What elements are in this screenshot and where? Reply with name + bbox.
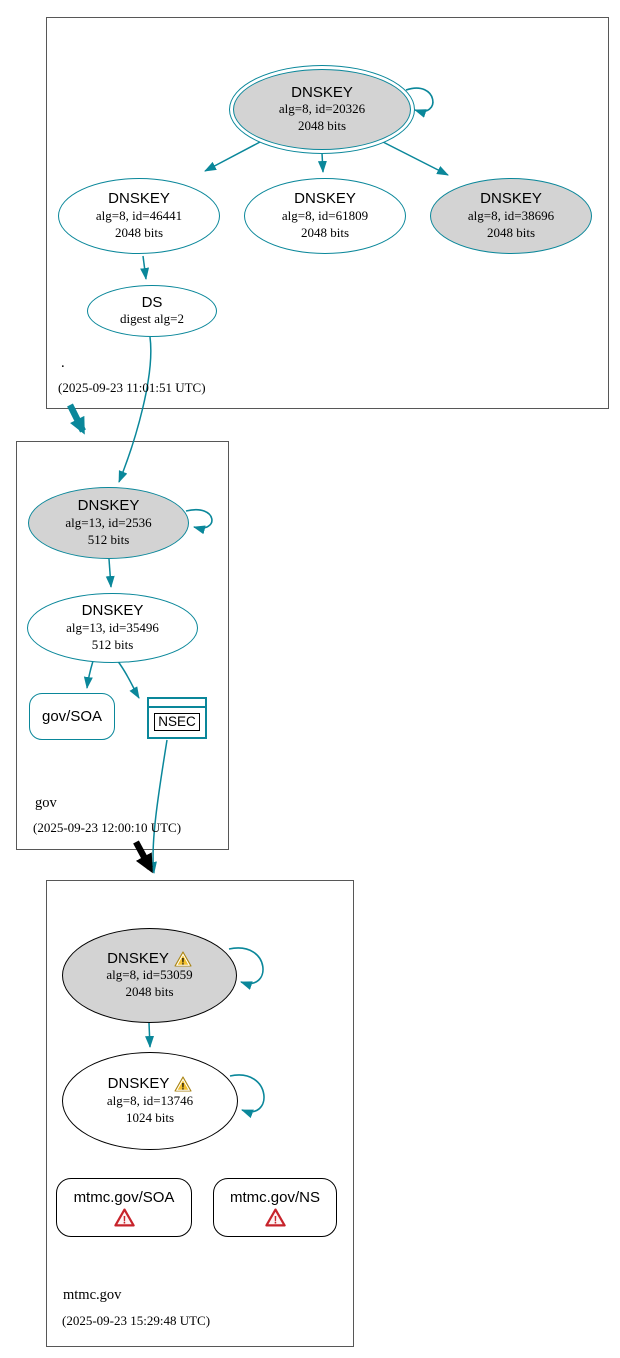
zone-timestamp-gov: (2025-09-23 12:00:10 UTC) [33, 820, 182, 835]
nsec-body-cell: NSEC [149, 708, 205, 736]
node-title: DNSKEY [107, 949, 169, 967]
node-title: DNSKEY [108, 190, 170, 208]
nsec-top-cell [149, 699, 205, 708]
node-detail: 512 bits [87, 531, 130, 547]
zone-label-root: . [61, 355, 65, 371]
edge-mtmc-ksk-selfloop [228, 947, 264, 990]
edge-gov-ksk-to-zsk [105, 558, 115, 588]
zone-box-root [46, 17, 609, 409]
node-detail: 2048 bits [114, 224, 164, 240]
zone-timestamp-root: (2025-09-23 11:01:51 UTC) [58, 380, 206, 395]
ds-node-root[interactable]: DS digest alg=2 [87, 285, 217, 337]
error-icon: ! [113, 1208, 135, 1226]
rrset-node-mtmc-soa[interactable]: mtmc.gov/SOA ! [56, 1178, 192, 1237]
node-detail: digest alg=2 [119, 311, 185, 327]
node-detail: 2048 bits [297, 118, 347, 134]
warning-icon: ! [174, 951, 192, 967]
warning-icon: ! [174, 1076, 192, 1092]
node-title: DNSKEY [107, 1075, 170, 1093]
dnskey-node-gov-zsk-35496[interactable]: DNSKEY alg=13, id=35496 512 bits [27, 593, 198, 663]
node-detail: alg=8, id=53059 [106, 967, 193, 983]
zone-timestamp-mtmc-gov: (2025-09-23 15:29:48 UTC) [62, 1313, 211, 1328]
zone-label-mtmc-gov: mtmc.gov [63, 1287, 122, 1303]
node-title: DNSKEY [480, 190, 542, 208]
node-detail: alg=8, id=38696 [467, 207, 555, 223]
node-title: DNSKEY [291, 83, 353, 101]
zone-box-mtmc-gov [46, 880, 354, 1347]
edge-mtmc-zsk-selfloop [229, 1074, 265, 1119]
dnskey-node-root-38696[interactable]: DNSKEY alg=8, id=38696 2048 bits [430, 178, 592, 254]
node-detail: alg=8, id=61809 [281, 207, 369, 223]
node-detail: alg=8, id=13746 [106, 1092, 194, 1108]
svg-text:!: ! [273, 1214, 277, 1226]
node-detail: alg=13, id=2536 [65, 514, 152, 530]
dnskey-node-root-46441[interactable]: DNSKEY alg=8, id=46441 2048 bits [58, 178, 220, 254]
edge-root-ksk-to-38696 [382, 141, 449, 176]
error-icon: ! [264, 1208, 286, 1226]
svg-text:!: ! [181, 956, 184, 967]
dnskey-node-root-ksk-20326[interactable]: DNSKEY alg=8, id=20326 2048 bits [229, 65, 415, 154]
dnskey-node-root-ksk-inner-ring: DNSKEY alg=8, id=20326 2048 bits [233, 69, 411, 150]
node-title: DNSKEY [77, 497, 140, 515]
zone-box-gov [16, 441, 229, 850]
dnskey-node-mtmc-ksk-53059[interactable]: DNSKEY ! alg=8, id=53059 2048 bits [62, 928, 237, 1023]
dnskey-node-mtmc-zsk-13746[interactable]: DNSKEY ! alg=8, id=13746 1024 bits [62, 1052, 238, 1150]
dnskey-node-root-61809[interactable]: DNSKEY alg=8, id=61809 2048 bits [244, 178, 406, 254]
node-detail: alg=8, id=46441 [95, 207, 183, 223]
node-title: DNSKEY [81, 602, 144, 620]
edge-gov-ksk-selfloop [185, 508, 213, 535]
edge-mtmc-ksk-to-zsk [145, 1022, 155, 1048]
rrset-label: gov/SOA [41, 708, 103, 725]
node-detail: 512 bits [91, 636, 134, 652]
node-detail: alg=8, id=20326 [278, 101, 366, 117]
node-detail: 2048 bits [486, 224, 536, 240]
edge-root-ksk-to-61809 [317, 152, 327, 173]
node-detail: alg=13, id=35496 [66, 619, 159, 635]
edge-gov-zsk-to-soa [83, 660, 94, 689]
node-title: DNSKEY [294, 190, 356, 208]
node-title: DS [141, 293, 163, 311]
edge-root-ksk-selfloop [405, 87, 434, 118]
edge-nsec-to-mtmc [147, 739, 168, 874]
edge-root-ksk-to-46441 [204, 141, 261, 172]
nsec-label: NSEC [154, 713, 200, 731]
edge-ds-to-gov-ksk [118, 336, 152, 483]
edge-delegation-gov-to-mtmc [133, 840, 153, 874]
svg-text:!: ! [122, 1214, 126, 1226]
rrset-node-mtmc-ns[interactable]: mtmc.gov/NS ! [213, 1178, 337, 1237]
node-detail: 2048 bits [125, 984, 174, 1000]
rrset-label: mtmc.gov/NS [229, 1188, 320, 1206]
dnskey-node-gov-ksk-2536[interactable]: DNSKEY alg=13, id=2536 512 bits [28, 487, 189, 559]
rrset-label: mtmc.gov/SOA [73, 1188, 175, 1206]
edge-46441-to-ds [140, 255, 150, 280]
node-detail: 2048 bits [300, 224, 350, 240]
nsec-node-gov[interactable]: NSEC [147, 697, 207, 739]
edge-delegation-root-to-gov [67, 403, 86, 435]
zone-label-gov: gov [35, 795, 57, 811]
node-detail: 1024 bits [125, 1109, 175, 1125]
rrset-node-gov-soa[interactable]: gov/SOA [29, 693, 115, 740]
svg-text:!: ! [182, 1082, 185, 1093]
edge-gov-zsk-to-nsec [116, 659, 140, 699]
